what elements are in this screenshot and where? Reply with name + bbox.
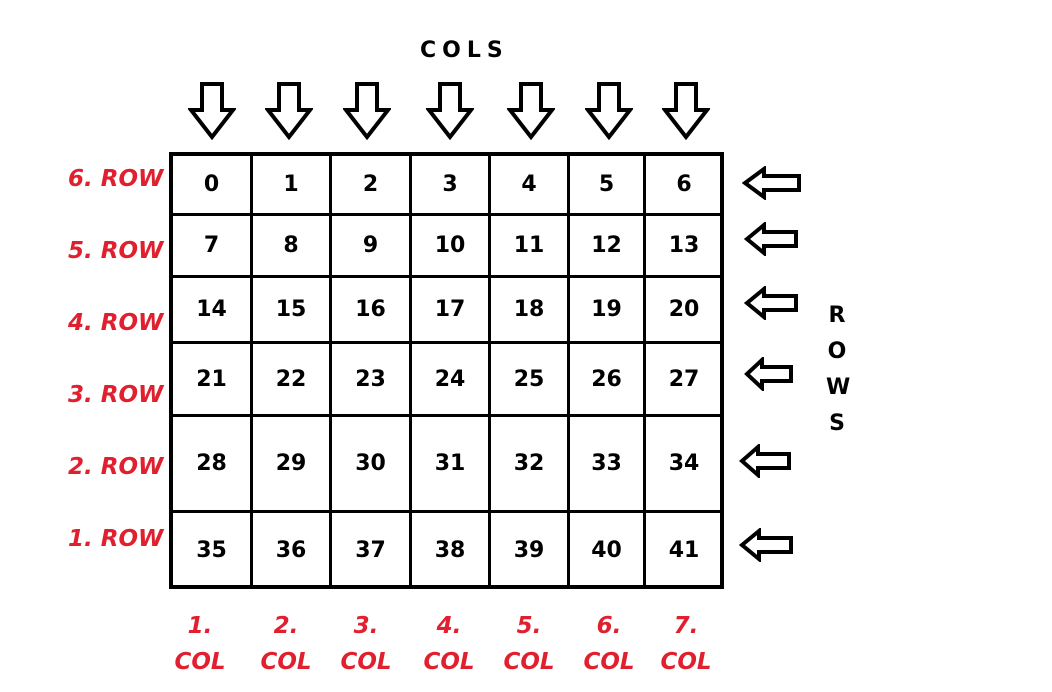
rows-title-letter: R <box>828 303 846 328</box>
arrow-down-icon <box>188 82 236 140</box>
grid-cell: 17 <box>412 278 491 344</box>
grid-cell: 36 <box>253 513 332 587</box>
grid-cell: 22 <box>253 344 332 417</box>
grid-cell: 8 <box>253 216 332 278</box>
grid-cell: 37 <box>332 513 412 587</box>
grid-cell: 7 <box>173 216 253 278</box>
col-label: 4. COL <box>419 608 479 680</box>
arrow-left-icon <box>744 222 798 256</box>
grid-cell: 12 <box>570 216 646 278</box>
col-label-number: 4. <box>436 613 462 639</box>
col-label: 3. COL <box>336 608 396 680</box>
grid-cell: 23 <box>332 344 412 417</box>
grid-cell: 32 <box>491 417 570 513</box>
grid-cell: 27 <box>646 344 722 417</box>
col-label-number: 1. <box>187 613 213 639</box>
arrow-left-icon <box>742 166 801 200</box>
grid-cell: 28 <box>173 417 253 513</box>
grid-cell: 16 <box>332 278 412 344</box>
grid-cell: 0 <box>173 156 253 216</box>
grid-cell: 15 <box>253 278 332 344</box>
row-label: 5. ROW <box>68 238 164 264</box>
arrow-down-icon <box>662 82 710 140</box>
col-label: 2. COL <box>256 608 316 680</box>
arrow-left-icon <box>744 357 793 391</box>
col-label-number: 7. <box>673 613 699 639</box>
grid-cell: 21 <box>173 344 253 417</box>
col-label-number: 5. <box>516 613 542 639</box>
col-label: 7. COL <box>656 608 716 680</box>
grid-cell: 38 <box>412 513 491 587</box>
grid-cell: 35 <box>173 513 253 587</box>
arrow-left-icon <box>744 286 798 320</box>
arrow-down-icon <box>343 82 391 140</box>
grid-cell: 14 <box>173 278 253 344</box>
grid-cell: 4 <box>491 156 570 216</box>
grid-cell: 9 <box>332 216 412 278</box>
col-label-word: COL <box>423 649 475 675</box>
arrow-left-icon <box>739 528 793 562</box>
grid-cell: 10 <box>412 216 491 278</box>
grid-cell: 20 <box>646 278 722 344</box>
grid-cell: 13 <box>646 216 722 278</box>
grid-cell: 40 <box>570 513 646 587</box>
rows-title: R O W S <box>826 298 851 442</box>
arrow-left-icon <box>739 444 791 478</box>
grid-cell: 39 <box>491 513 570 587</box>
cols-title: COLS <box>420 38 509 63</box>
grid-cell: 24 <box>412 344 491 417</box>
rows-title-letter: S <box>829 411 845 436</box>
row-label: 6. ROW <box>68 166 164 192</box>
grid-cell: 11 <box>491 216 570 278</box>
rows-title-letter: W <box>826 375 851 400</box>
grid-cell: 2 <box>332 156 412 216</box>
grid-cell: 5 <box>570 156 646 216</box>
col-label: 6. COL <box>579 608 639 680</box>
col-label-word: COL <box>174 649 226 675</box>
row-label: 2. ROW <box>68 454 164 480</box>
arrow-down-icon <box>507 82 555 140</box>
grid-cell: 26 <box>570 344 646 417</box>
col-label-number: 6. <box>596 613 622 639</box>
row-label: 3. ROW <box>68 382 164 408</box>
arrow-down-icon <box>585 82 633 140</box>
grid-cell: 3 <box>412 156 491 216</box>
number-grid: 0 1 2 3 4 5 6 7 8 9 10 11 12 13 14 15 16… <box>169 152 724 589</box>
grid-cell: 31 <box>412 417 491 513</box>
row-label: 1. ROW <box>68 526 164 552</box>
grid-cell: 6 <box>646 156 722 216</box>
arrow-down-icon <box>265 82 313 140</box>
rows-title-letter: O <box>827 339 847 364</box>
col-label: 5. COL <box>499 608 559 680</box>
col-label-word: COL <box>503 649 555 675</box>
col-label: 1. COL <box>170 608 230 680</box>
grid-cell: 41 <box>668 537 700 563</box>
col-label-word: COL <box>583 649 635 675</box>
grid-cell: 18 <box>491 278 570 344</box>
grid-cell: 25 <box>491 344 570 417</box>
grid-cell: 29 <box>253 417 332 513</box>
grid-cell: 33 <box>570 417 646 513</box>
row-label: 4. ROW <box>68 310 164 336</box>
col-label-word: COL <box>660 649 712 675</box>
grid-cell: 19 <box>570 278 646 344</box>
col-label-number: 2. <box>273 613 299 639</box>
arrow-down-icon <box>426 82 474 140</box>
grid-cell: 34 <box>646 417 722 513</box>
col-label-number: 3. <box>353 613 379 639</box>
col-label-word: COL <box>260 649 312 675</box>
grid-cell: 1 <box>253 156 332 216</box>
col-label-word: COL <box>340 649 392 675</box>
grid-cell: 30 <box>332 417 412 513</box>
